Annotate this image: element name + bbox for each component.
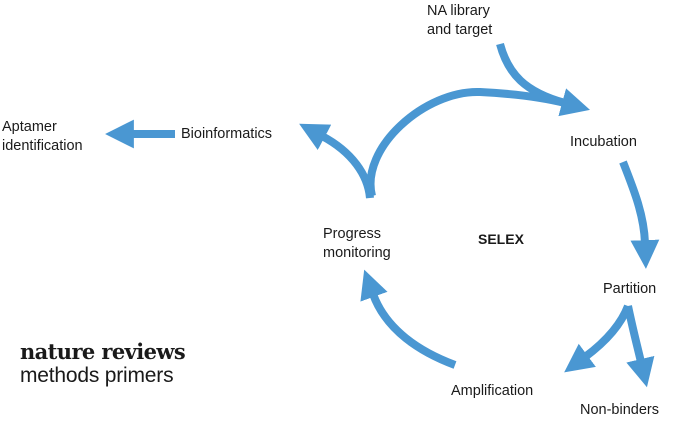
node-bioinformatics: Bioinformatics <box>181 126 273 142</box>
journal-logo: nature reviews methods primers <box>20 339 186 388</box>
node-aptamer-line2: identification <box>2 138 83 154</box>
node-na-library-line1: NA library <box>427 3 490 19</box>
arrow-cycle-top-to-incubation <box>366 87 566 197</box>
node-amplification: Amplification <box>451 383 534 399</box>
logo-line-nature-reviews: nature reviews <box>20 339 186 364</box>
node-non-binders: Non-binders <box>580 402 659 418</box>
node-progress-monitoring: Progress monitoring <box>323 225 391 263</box>
node-progress-line1: Progress <box>323 226 382 242</box>
arrow-partition-to-amplification <box>564 304 632 373</box>
arrow-progress-to-bioinformatics <box>299 123 374 199</box>
center-label-selex: SELEX <box>478 231 524 247</box>
node-na-library: NA library and target <box>427 2 492 40</box>
node-incubation: Incubation <box>570 134 637 150</box>
arrow-incubation-to-partition <box>619 160 660 269</box>
node-partition: Partition <box>603 281 657 297</box>
node-progress-line2: monitoring <box>323 245 391 261</box>
arrow-amplification-to-progress <box>360 269 457 369</box>
node-aptamer-line1: Aptamer <box>2 119 57 135</box>
arrow-partition-to-non-binders <box>624 305 655 388</box>
node-na-library-line2: and target <box>427 22 493 38</box>
node-aptamer-identification: Aptamer identification <box>2 118 83 156</box>
logo-line-methods-primers: methods primers <box>20 364 174 387</box>
